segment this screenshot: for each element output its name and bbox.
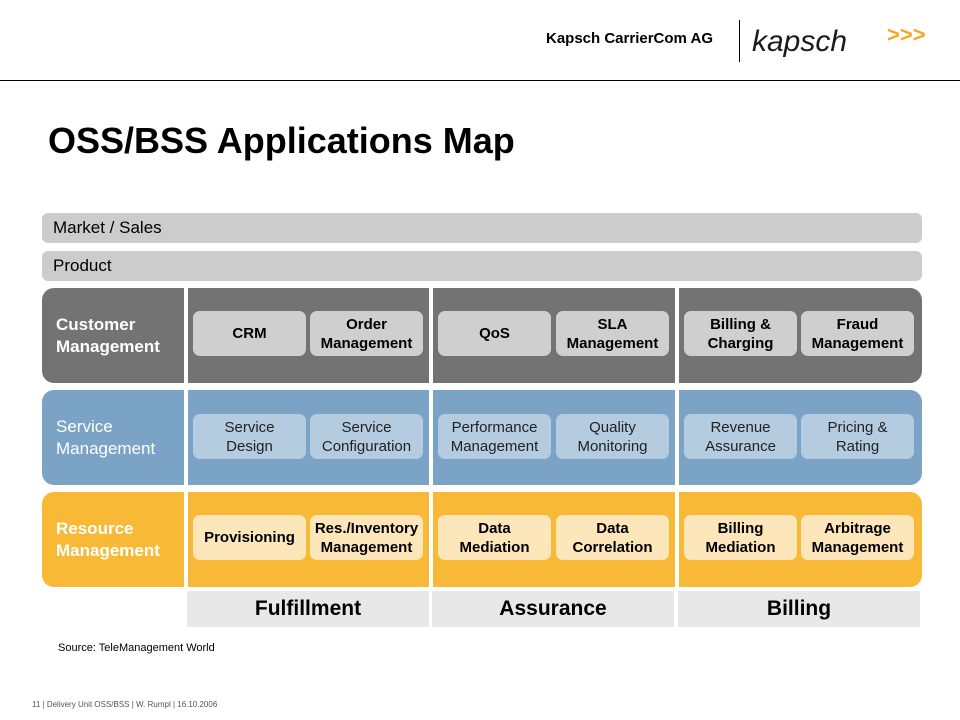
layer-label: Service Management [56, 416, 156, 458]
layer-label: Resource Management [56, 518, 160, 560]
slide-footer: 11 | Delivery Unit OSS/BSS | W. Rumpl | … [32, 700, 218, 709]
app-box-service-design: Service Design [193, 414, 306, 459]
app-box-sla-management: SLA Management [556, 311, 669, 356]
column-divider [184, 492, 188, 587]
column-divider [675, 390, 679, 485]
app-box-fraud-management: Fraud Management [801, 311, 914, 356]
app-box-revenue-assurance: Revenue Assurance [684, 414, 797, 459]
column-divider [429, 390, 433, 485]
app-box-arbitrage-management: Arbitrage Management [801, 515, 914, 560]
column-divider [675, 288, 679, 383]
resource-management-layer: Resource Management Provisioning Res./In… [42, 492, 922, 587]
app-box-resource-inventory-management: Res./Inventory Management [310, 515, 423, 560]
column-divider [429, 288, 433, 383]
layer-label: Customer Management [56, 314, 160, 356]
column-label-assurance: Assurance [432, 591, 674, 627]
app-box-service-configuration: Service Configuration [310, 414, 423, 459]
column-divider [184, 390, 188, 485]
kapsch-logo: kapsch >>> [752, 22, 926, 58]
company-name: Kapsch CarrierCom AG [546, 30, 713, 47]
logo-chevrons-icon: >>> [887, 22, 926, 47]
app-box-performance-management: Performance Management [438, 414, 551, 459]
app-box-billing-charging: Billing & Charging [684, 311, 797, 356]
customer-management-layer: Customer Management CRM Order Management… [42, 288, 922, 383]
app-box-order-management: Order Management [310, 311, 423, 356]
service-management-layer: Service Management Service Design Servic… [42, 390, 922, 485]
app-box-crm: CRM [193, 311, 306, 356]
app-box-provisioning: Provisioning [193, 515, 306, 560]
column-divider [675, 492, 679, 587]
page-title: OSS/BSS Applications Map [48, 120, 515, 161]
app-box-qos: QoS [438, 311, 551, 356]
logo-wordmark: kapsch [752, 25, 847, 58]
column-label-fulfillment: Fulfillment [187, 591, 429, 627]
column-label-billing: Billing [678, 591, 920, 627]
product-bar: Product [42, 251, 922, 281]
logo-divider [739, 20, 740, 62]
column-divider [429, 492, 433, 587]
app-box-pricing-rating: Pricing & Rating [801, 414, 914, 459]
app-box-billing-mediation: Billing Mediation [684, 515, 797, 560]
market-sales-bar: Market / Sales [42, 213, 922, 243]
column-divider [184, 288, 188, 383]
app-box-data-mediation: Data Mediation [438, 515, 551, 560]
app-box-data-correlation: Data Correlation [556, 515, 669, 560]
source-note: Source: TeleManagement World [58, 642, 215, 654]
header-rule [0, 80, 960, 81]
app-box-quality-monitoring: Quality Monitoring [556, 414, 669, 459]
